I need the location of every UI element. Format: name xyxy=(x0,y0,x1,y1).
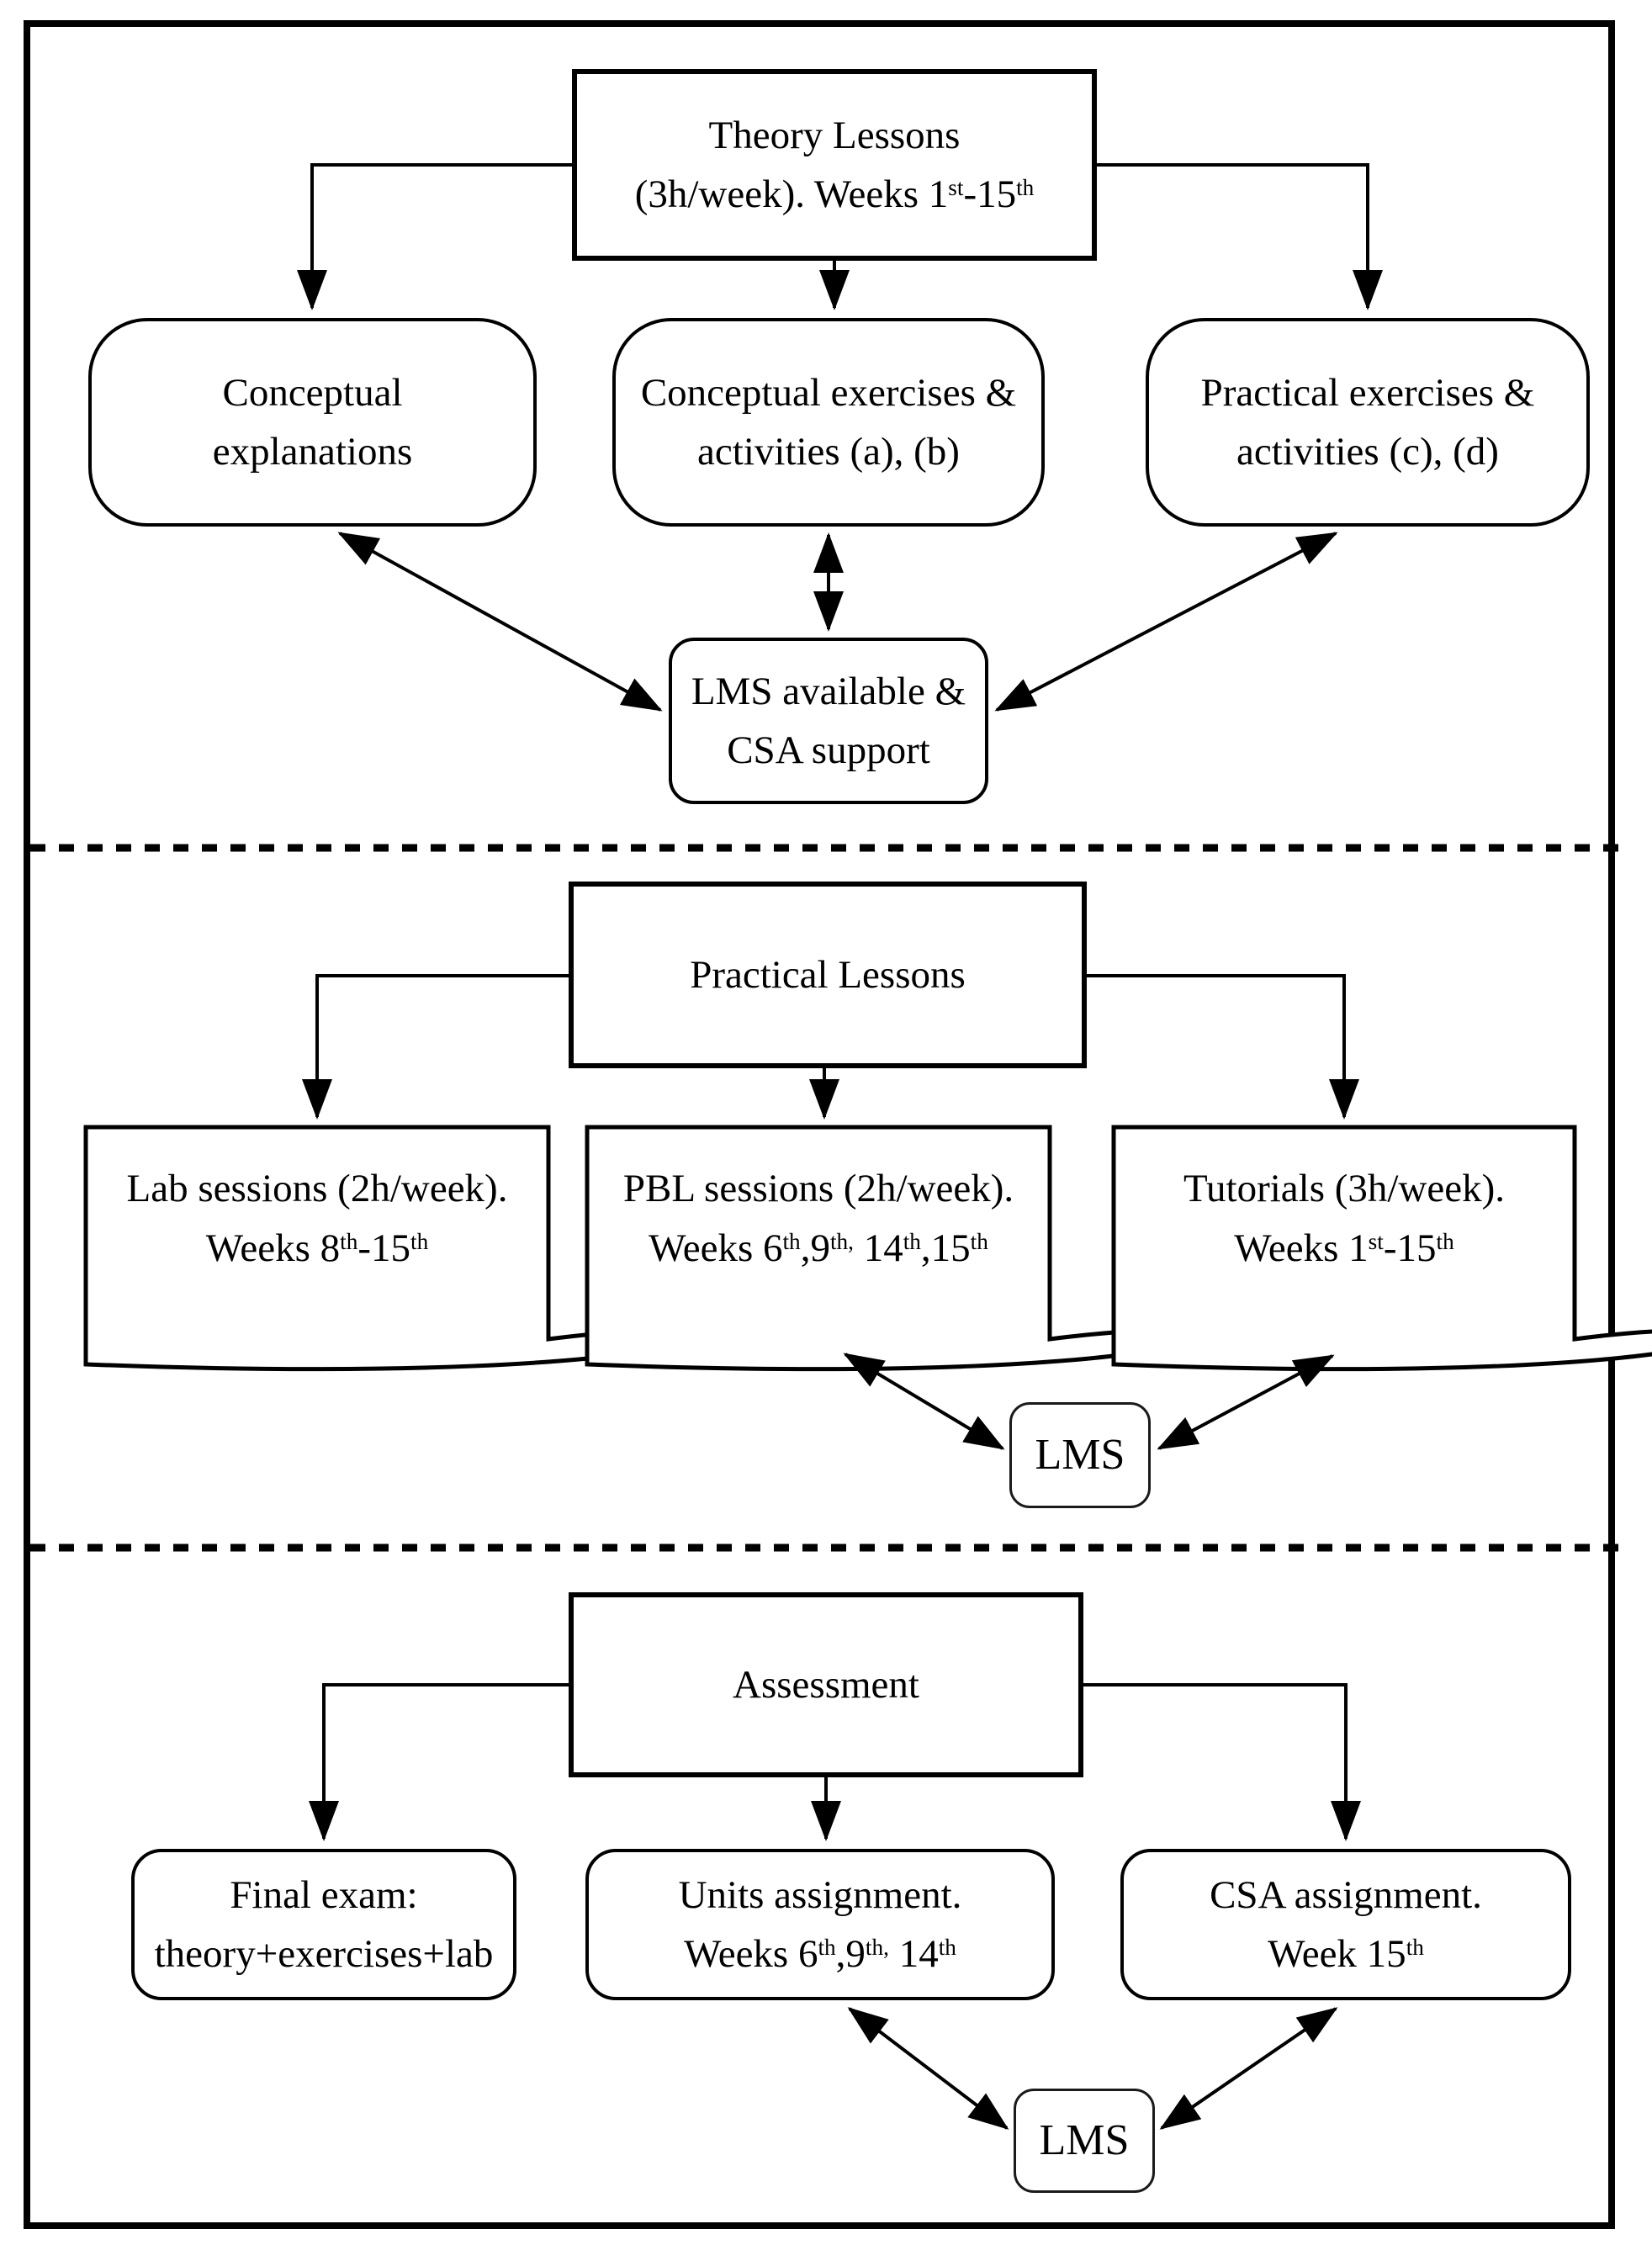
lms-mid-label: LMS xyxy=(1035,1431,1125,1479)
assessment-label: Assessment xyxy=(733,1662,919,1707)
conceptual-explanations-box: Conceptual explanations xyxy=(88,318,537,527)
tutorials-text: Tutorials (3h/week). Weeks 1st-15th xyxy=(1114,1159,1575,1278)
csa-assignment-line2: Week 15th xyxy=(1268,1932,1424,1976)
conceptual-exercises-line1: Conceptual exercises & xyxy=(640,370,1017,415)
lms-support-line2: CSA support xyxy=(727,728,930,772)
tutorials-line1: Tutorials (3h/week). xyxy=(1183,1167,1506,1210)
lab-sessions-line2: Weeks 8th-15th xyxy=(205,1226,429,1270)
pbl-sessions-line1: PBL sessions (2h/week). xyxy=(622,1167,1014,1210)
lms-support-box: LMS available & CSA support xyxy=(669,638,988,804)
theory-lessons-line2: (3h/week). Weeks 1st-15th xyxy=(634,172,1035,216)
csa-assignment-box: CSA assignment. Week 15th xyxy=(1120,1849,1571,2000)
theory-lessons-box: Theory Lessons (3h/week). Weeks 1st-15th xyxy=(572,69,1097,261)
units-assignment-line1: Units assignment. xyxy=(678,1872,962,1917)
assessment-box: Assessment xyxy=(569,1592,1083,1777)
practical-exercises-line2: activities (c), (d) xyxy=(1236,430,1499,474)
theory-lessons-line1: Theory Lessons xyxy=(708,113,961,157)
final-exam-line1: Final exam: xyxy=(230,1872,418,1917)
practical-exercises-box: Practical exercises & activities (c), (d… xyxy=(1146,318,1590,527)
units-assignment-box: Units assignment. Weeks 6th,9th, 14th xyxy=(585,1849,1055,2000)
practical-lessons-box: Practical Lessons xyxy=(569,882,1087,1068)
lab-sessions-text: Lab sessions (2h/week). Weeks 8th-15th xyxy=(86,1159,548,1278)
tutorials-line2: Weeks 1st-15th xyxy=(1234,1226,1454,1270)
lms-support-line1: LMS available & xyxy=(691,669,966,713)
pbl-sessions-line2: Weeks 6th,9th, 14th,15th xyxy=(649,1226,988,1270)
lab-sessions-line1: Lab sessions (2h/week). xyxy=(126,1167,508,1210)
conceptual-explanations-line1: Conceptual xyxy=(222,370,403,415)
conceptual-explanations-line2: explanations xyxy=(212,430,413,474)
final-exam-line2: theory+exercises+lab xyxy=(154,1932,494,1976)
conceptual-exercises-box: Conceptual exercises & activities (a), (… xyxy=(612,318,1045,527)
pbl-sessions-text: PBL sessions (2h/week). Weeks 6th,9th, 1… xyxy=(587,1159,1050,1278)
practical-exercises-line1: Practical exercises & xyxy=(1200,370,1535,415)
lms-bottom-label: LMS xyxy=(1039,2116,1130,2164)
csa-assignment-line1: CSA assignment. xyxy=(1210,1872,1482,1917)
lms-bottom-box: LMS xyxy=(1014,2089,1155,2193)
units-assignment-line2: Weeks 6th,9th, 14th xyxy=(684,1932,956,1976)
practical-lessons-label: Practical Lessons xyxy=(690,952,966,997)
conceptual-exercises-line2: activities (a), (b) xyxy=(697,430,960,474)
final-exam-box: Final exam: theory+exercises+lab xyxy=(131,1849,516,2000)
lms-mid-box: LMS xyxy=(1009,1402,1151,1508)
